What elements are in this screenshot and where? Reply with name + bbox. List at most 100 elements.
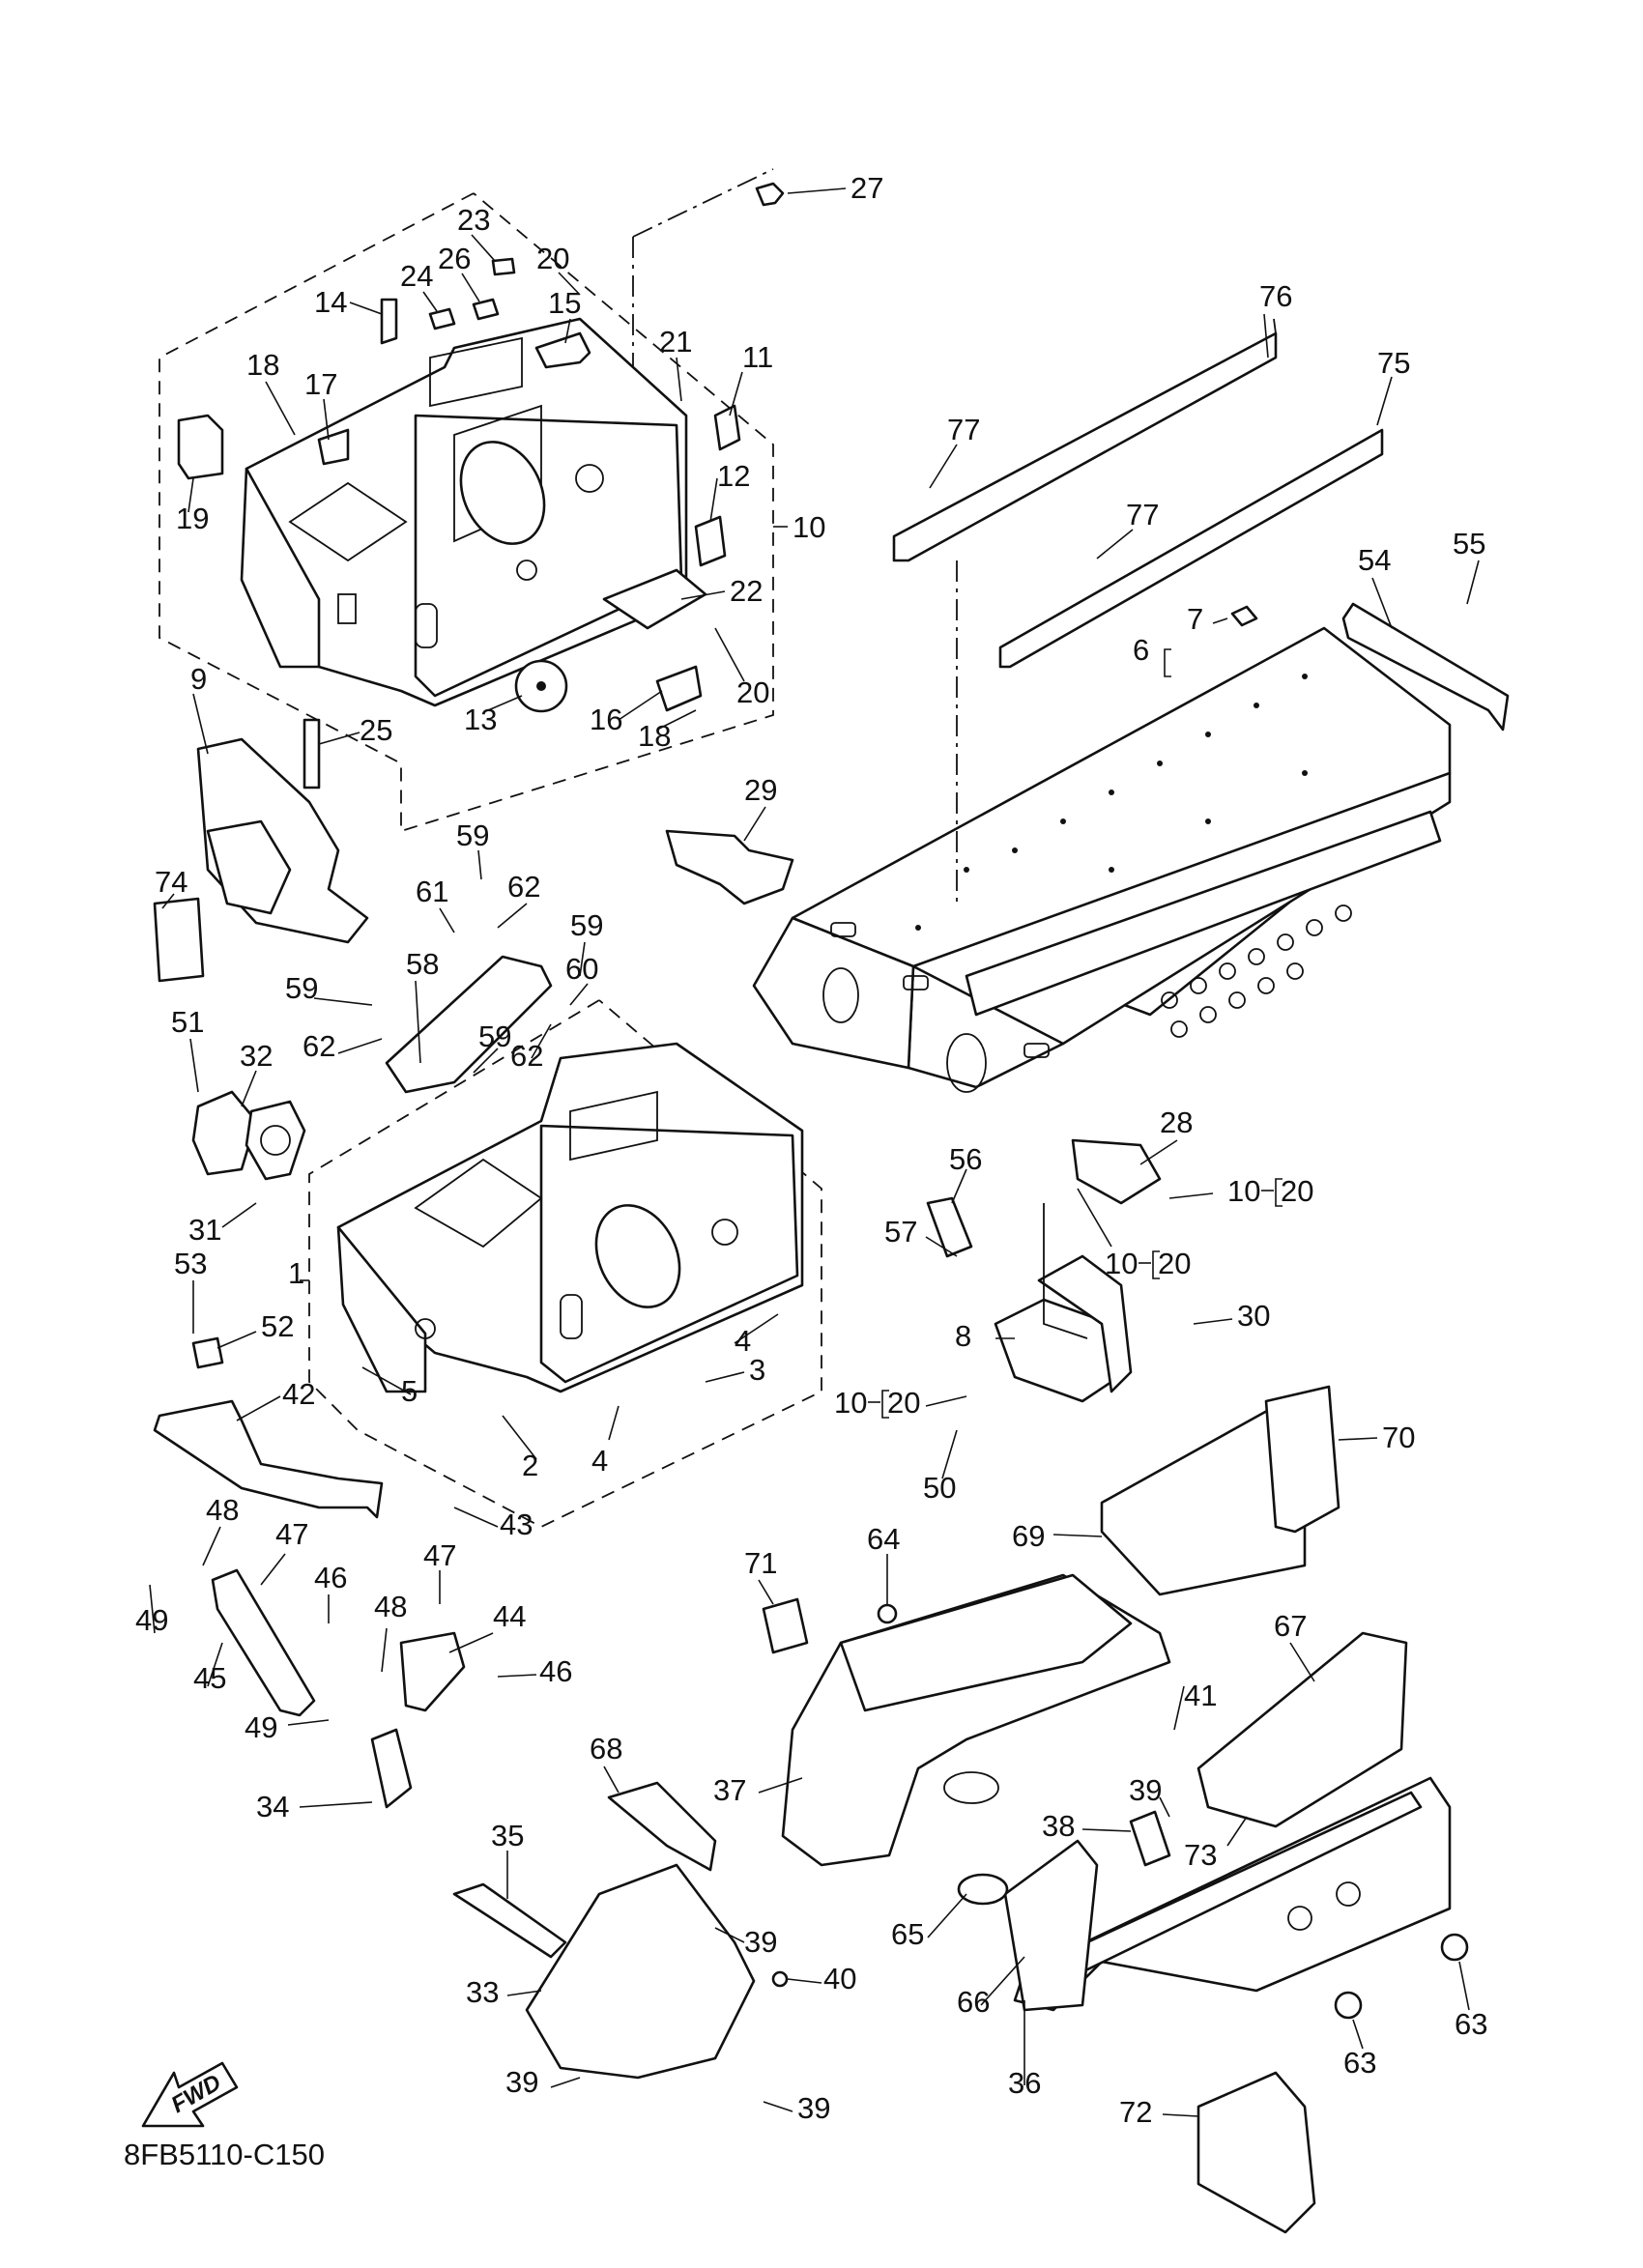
callout-48: 48 bbox=[206, 1493, 239, 1527]
callout-39: 39 bbox=[505, 2065, 538, 2099]
guard-72-part bbox=[1196, 2071, 1316, 2234]
bracket-17-part bbox=[317, 428, 350, 466]
callout-59: 59 bbox=[456, 818, 489, 852]
callout-3: 3 bbox=[749, 1353, 765, 1387]
flange-31-32-parts bbox=[191, 1090, 306, 1181]
callout-6: 6 bbox=[1133, 633, 1149, 667]
clip-24-part bbox=[428, 307, 456, 330]
lower-frame-part bbox=[336, 1042, 804, 1393]
callout-33: 33 bbox=[466, 1975, 499, 2009]
plate-56-part bbox=[926, 1196, 973, 1258]
callout-14: 14 bbox=[314, 285, 347, 319]
callout-73: 73 bbox=[1184, 1838, 1217, 1872]
callout-75: 75 bbox=[1377, 346, 1410, 380]
rails-75-76-part bbox=[892, 318, 1384, 904]
callout-77: 77 bbox=[947, 413, 980, 446]
plug-63b-part bbox=[1440, 1933, 1469, 1962]
callout-9: 9 bbox=[190, 662, 207, 696]
panel-33-part bbox=[525, 1863, 756, 2080]
callout-39: 39 bbox=[797, 2091, 830, 2125]
callout-63: 63 bbox=[1455, 2007, 1487, 2041]
bracket-38-part bbox=[1129, 1810, 1171, 1867]
callout-44: 44 bbox=[493, 1599, 526, 1633]
callout-42: 42 bbox=[282, 1377, 315, 1411]
callout-25: 25 bbox=[360, 713, 392, 747]
callout-59: 59 bbox=[570, 908, 603, 942]
callout-67: 67 bbox=[1274, 1609, 1307, 1643]
bracket-19-part bbox=[177, 414, 224, 480]
callout-17: 17 bbox=[304, 367, 337, 401]
callout-54: 54 bbox=[1358, 543, 1391, 577]
callout-5: 5 bbox=[401, 1374, 418, 1408]
callout-19: 19 bbox=[176, 502, 209, 535]
rear-bracket-54-part bbox=[1341, 602, 1510, 732]
callout-64: 64 bbox=[867, 1522, 900, 1556]
callout-20: 20 bbox=[1158, 1247, 1191, 1280]
clip-26-part bbox=[472, 298, 500, 321]
callout-27: 27 bbox=[850, 171, 883, 205]
tunnel-chassis-part bbox=[752, 626, 1452, 1093]
bracket-16-part bbox=[655, 665, 703, 712]
callout-24: 24 bbox=[400, 259, 433, 293]
callout-46: 46 bbox=[539, 1654, 572, 1688]
callout-39: 39 bbox=[1129, 1773, 1162, 1807]
callout-39: 39 bbox=[744, 1925, 777, 1959]
callout-20: 20 bbox=[1281, 1174, 1313, 1208]
panel-9-74-parts bbox=[153, 718, 369, 983]
callout-2: 2 bbox=[522, 1449, 538, 1482]
bracket-14-part bbox=[380, 298, 398, 345]
strap-25-part bbox=[303, 718, 321, 789]
bar-42-part bbox=[153, 1399, 384, 1519]
callout-20: 20 bbox=[887, 1386, 920, 1420]
callout-74: 74 bbox=[155, 865, 187, 899]
bracket-28-dash-link bbox=[1043, 1203, 1088, 1339]
callout-52: 52 bbox=[261, 1309, 294, 1343]
clip-40-part bbox=[771, 1970, 789, 1988]
guard-45-part bbox=[211, 1568, 316, 1717]
callout-57: 57 bbox=[884, 1215, 917, 1249]
callout-31: 31 bbox=[188, 1213, 221, 1247]
callout-47: 47 bbox=[423, 1538, 456, 1572]
bracket-52-part bbox=[191, 1336, 224, 1369]
callout-58: 58 bbox=[406, 947, 439, 981]
callout-26: 26 bbox=[438, 242, 471, 275]
callout-18: 18 bbox=[246, 348, 279, 382]
callout-59: 59 bbox=[285, 971, 318, 1005]
grommet-65-part bbox=[957, 1873, 1009, 1906]
callout-62: 62 bbox=[303, 1029, 335, 1063]
handle-15-part bbox=[534, 331, 591, 369]
callout-11: 11 bbox=[742, 340, 773, 374]
callout-59: 59 bbox=[478, 1019, 511, 1053]
callout-46: 46 bbox=[314, 1561, 347, 1594]
callout-22: 22 bbox=[730, 574, 763, 608]
callout-29: 29 bbox=[744, 773, 777, 807]
callout-13: 13 bbox=[464, 703, 497, 736]
callout-65: 65 bbox=[891, 1917, 924, 1951]
frame-assembly-1-outline bbox=[300, 999, 822, 1529]
callout-10: 10 bbox=[793, 510, 825, 544]
duct-68-part bbox=[607, 1781, 717, 1872]
callout-1: 1 bbox=[288, 1256, 304, 1290]
callout-10: 10 bbox=[834, 1386, 867, 1420]
callout-7: 7 bbox=[1187, 602, 1203, 636]
diagram-code: 8FB5110-C150 bbox=[124, 2138, 325, 2171]
callout-12: 12 bbox=[717, 459, 750, 493]
fwd-arrow-icon: FWD bbox=[141, 2061, 239, 2128]
callout-20: 20 bbox=[536, 242, 569, 275]
upper-frame-part bbox=[240, 317, 688, 707]
side-panel-37-part bbox=[781, 1573, 1171, 1867]
callout-16: 16 bbox=[590, 703, 622, 736]
callout-68: 68 bbox=[590, 1732, 622, 1766]
callout-51: 51 bbox=[171, 1005, 204, 1039]
callout-20: 20 bbox=[736, 675, 769, 709]
callout-10: 10 bbox=[1227, 1174, 1260, 1208]
callout-53: 53 bbox=[174, 1247, 207, 1280]
callout-34: 34 bbox=[256, 1790, 289, 1823]
pad-74-part bbox=[153, 897, 205, 983]
callout-28: 28 bbox=[1160, 1105, 1193, 1139]
strip-35-part bbox=[452, 1882, 567, 1959]
callout-labels: 1 2 3 4 4 5 6 7 8 9 10 11 12 13 14 15 16… bbox=[135, 171, 1487, 2129]
grommet-64-part bbox=[877, 1603, 898, 1624]
callout-55: 55 bbox=[1453, 527, 1485, 560]
